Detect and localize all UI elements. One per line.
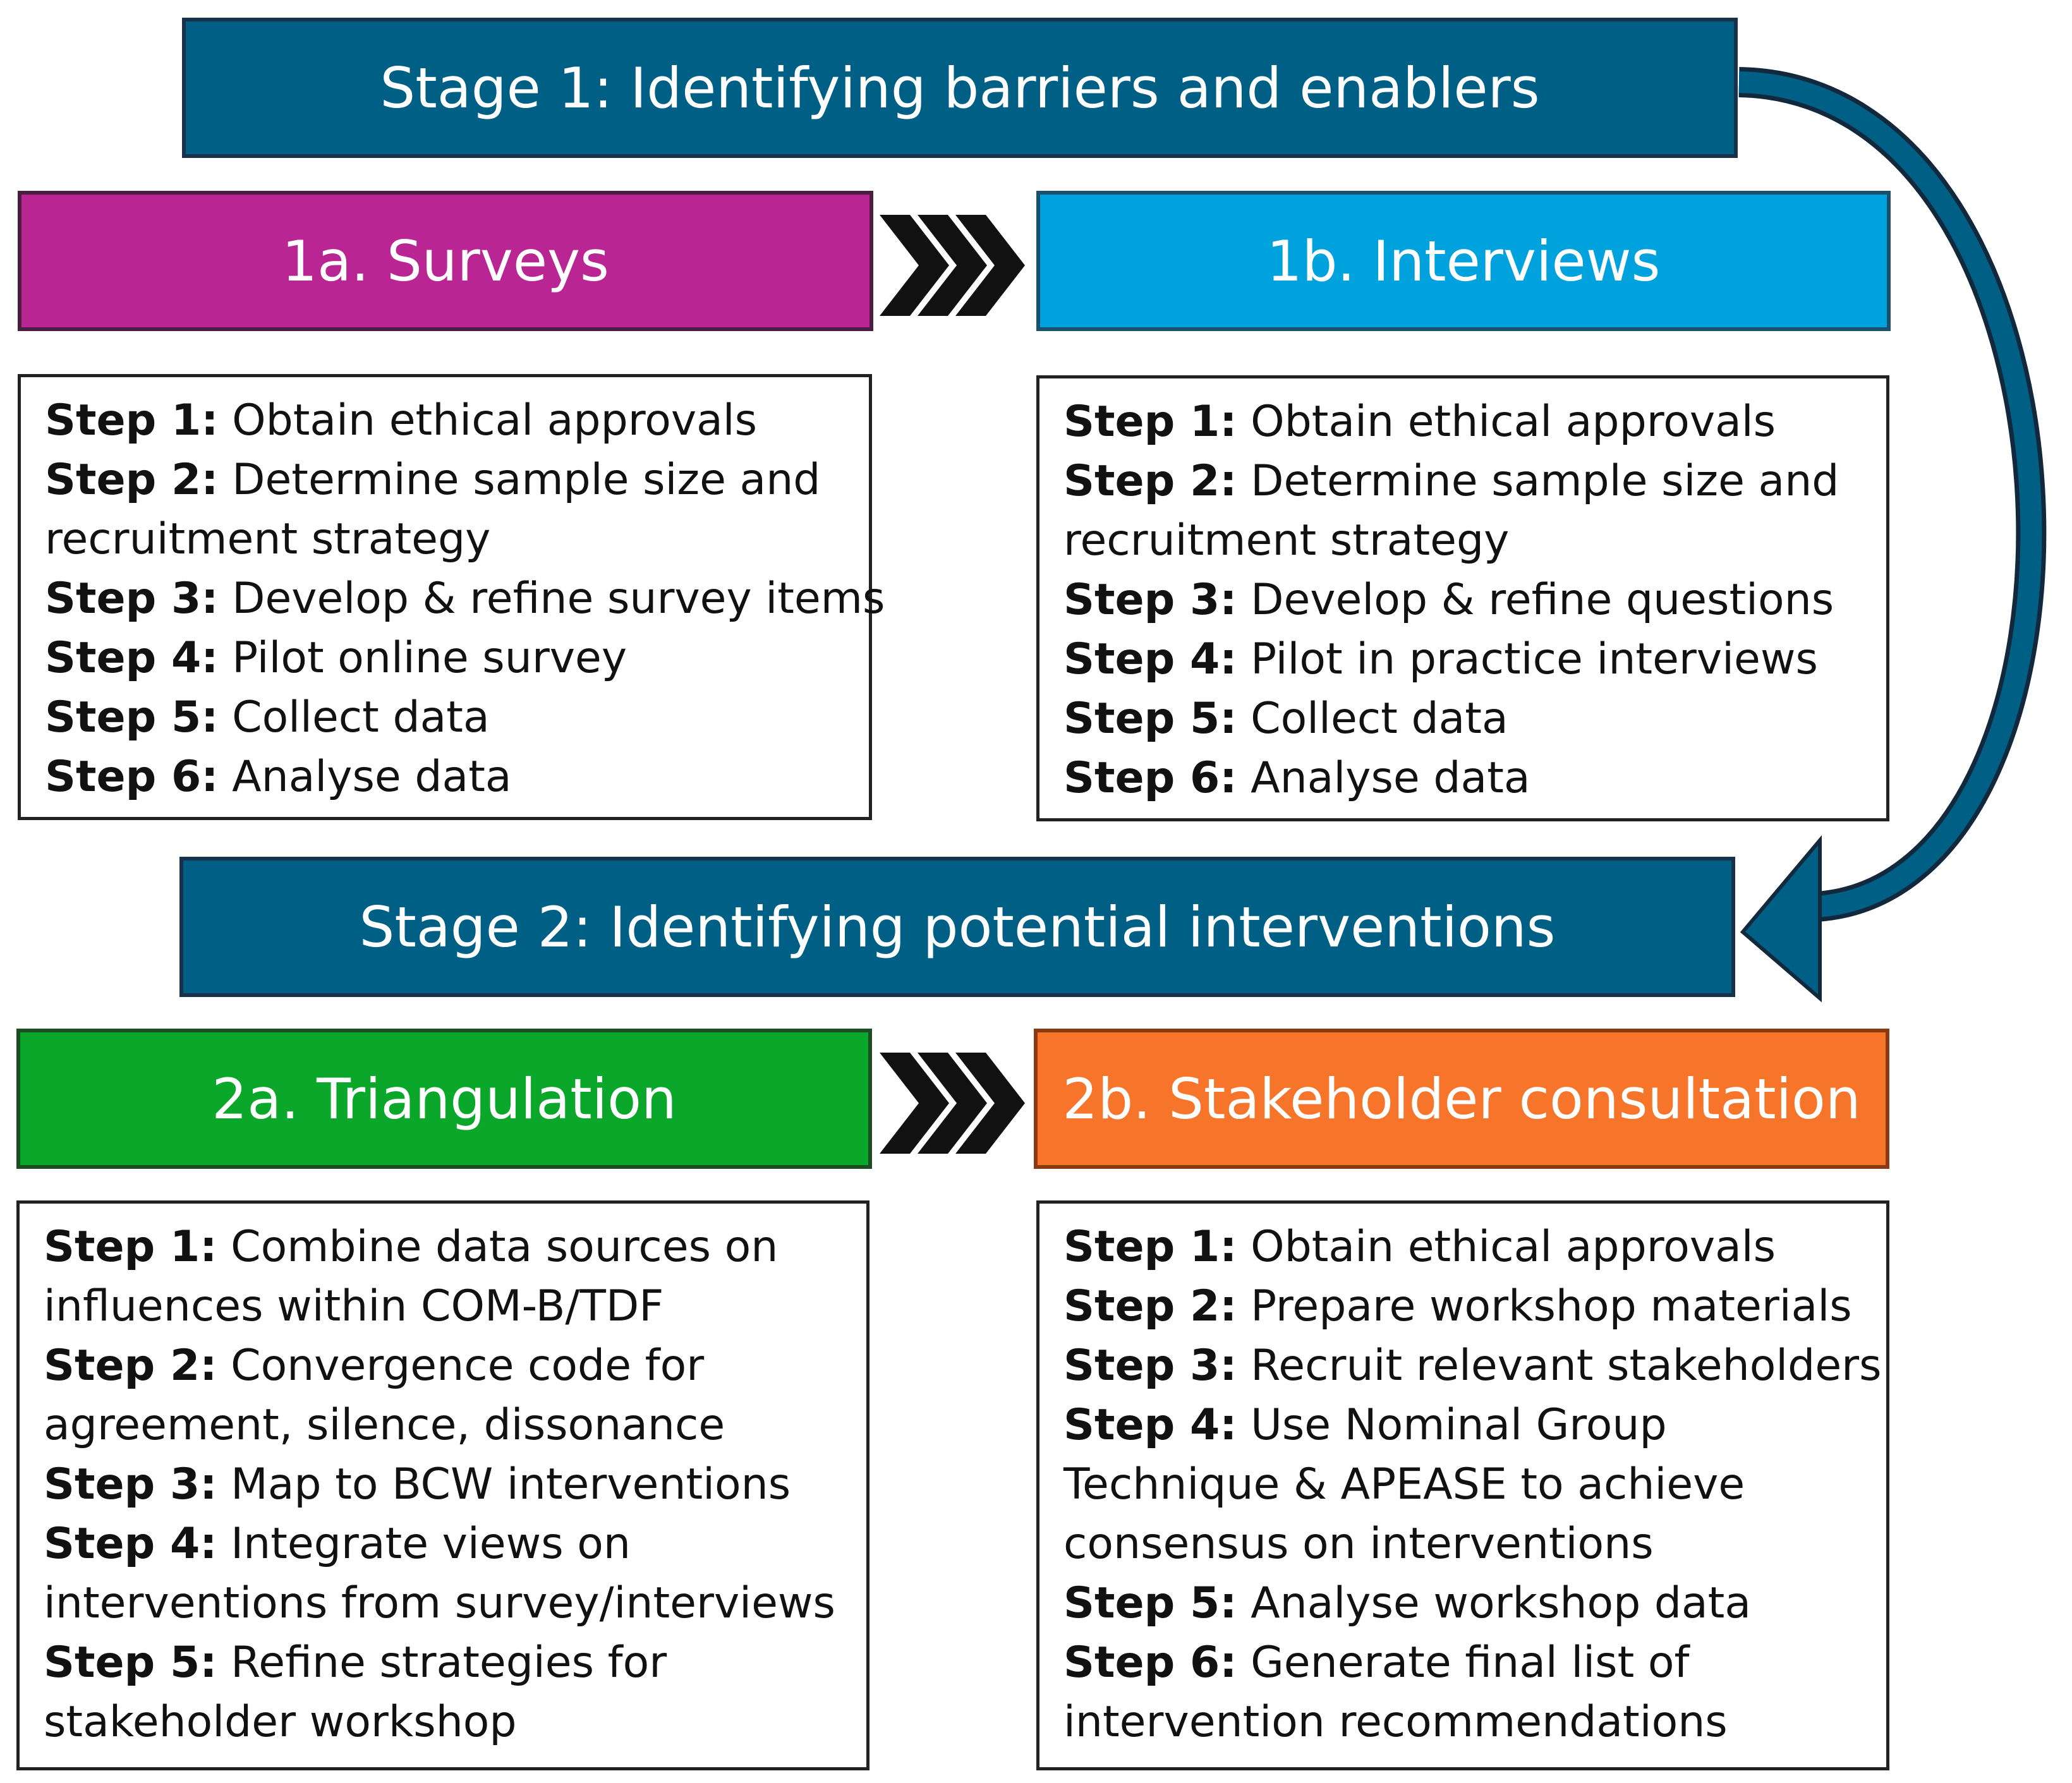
step-line: Step 6: Generate final list of bbox=[1063, 1638, 1690, 1688]
triangulation-steps: Step 1: Combine data sources on influenc… bbox=[16, 1200, 869, 1770]
step-line: Step 2: Prepare workshop materials bbox=[1063, 1281, 1852, 1331]
triangulation-header: 2a. Triangulation bbox=[16, 1029, 872, 1169]
step-line: Step 4: Integrate views on bbox=[44, 1519, 631, 1569]
step-line: consensus on interventions bbox=[1063, 1519, 1654, 1569]
step-line: Step 4: Pilot online survey bbox=[45, 633, 627, 683]
step-line: Step 1: Obtain ethical approvals bbox=[1063, 1222, 1776, 1272]
step-line: recruitment strategy bbox=[45, 514, 491, 564]
step-line: stakeholder workshop bbox=[44, 1697, 517, 1747]
triangulation-title: 2a. Triangulation bbox=[212, 1066, 677, 1132]
interviews-title: 1b. Interviews bbox=[1266, 228, 1661, 294]
step-line: Step 3: Develop & refine questions bbox=[1063, 575, 1834, 625]
step-line: Step 5: Collect data bbox=[45, 692, 490, 742]
step-line: Step 1: Combine data sources on bbox=[44, 1222, 779, 1272]
interviews-steps: Step 1: Obtain ethical approvals Step 2:… bbox=[1036, 375, 1889, 821]
step-line: intervention recommendations bbox=[1063, 1697, 1728, 1747]
interviews-header: 1b. Interviews bbox=[1036, 191, 1891, 331]
stage1-banner: Stage 1: Identifying barriers and enable… bbox=[182, 18, 1738, 158]
surveys-steps: Step 1: Obtain ethical approvals Step 2:… bbox=[18, 374, 885, 820]
triple-chevron-right-icon bbox=[880, 215, 1025, 316]
stage1-title: Stage 1: Identifying barriers and enable… bbox=[380, 55, 1540, 121]
step-line: Step 4: Pilot in practice interviews bbox=[1063, 634, 1818, 684]
step-line: Technique & APEASE to achieve bbox=[1063, 1460, 1745, 1509]
step-line: agreement, silence, dissonance bbox=[44, 1400, 725, 1450]
step-line: recruitment strategy bbox=[1063, 516, 1510, 565]
step-line: Step 1: Obtain ethical approvals bbox=[45, 396, 758, 445]
stage2-title: Stage 2: Identifying potential intervent… bbox=[359, 894, 1556, 960]
surveys-title: 1a. Surveys bbox=[282, 228, 609, 294]
step-line: Step 5: Refine strategies for bbox=[44, 1638, 667, 1688]
step-line: Step 5: Collect data bbox=[1063, 694, 1508, 744]
triple-chevron-right-icon bbox=[880, 1053, 1025, 1154]
stage2-banner: Stage 2: Identifying potential intervent… bbox=[179, 857, 1735, 997]
step-line: influences within COM-B/TDF bbox=[44, 1281, 664, 1331]
stakeholder-title: 2b. Stakeholder consultation bbox=[1062, 1066, 1861, 1132]
step-line: Step 6: Analyse data bbox=[1063, 753, 1530, 803]
step-line: Step 3: Recruit relevant stakeholders bbox=[1063, 1341, 1882, 1391]
step-line: interventions from survey/interviews bbox=[44, 1578, 835, 1628]
step-line: Step 3: Map to BCW interventions bbox=[44, 1460, 791, 1509]
step-line: Step 2: Determine sample size and bbox=[45, 455, 821, 505]
surveys-header: 1a. Surveys bbox=[18, 191, 873, 331]
step-line: Step 2: Determine sample size and bbox=[1063, 456, 1839, 506]
stakeholder-header: 2b. Stakeholder consultation bbox=[1034, 1029, 1889, 1169]
step-line: Step 6: Analyse data bbox=[45, 752, 512, 802]
step-line: Step 1: Obtain ethical approvals bbox=[1063, 397, 1776, 447]
stakeholder-steps: Step 1: Obtain ethical approvals Step 2:… bbox=[1036, 1200, 1889, 1770]
step-line: Step 2: Convergence code for bbox=[44, 1341, 705, 1391]
step-line: Step 5: Analyse workshop data bbox=[1063, 1578, 1752, 1628]
step-line: Step 3: Develop & refine survey items bbox=[45, 574, 885, 624]
step-line: Step 4: Use Nominal Group bbox=[1063, 1400, 1667, 1450]
